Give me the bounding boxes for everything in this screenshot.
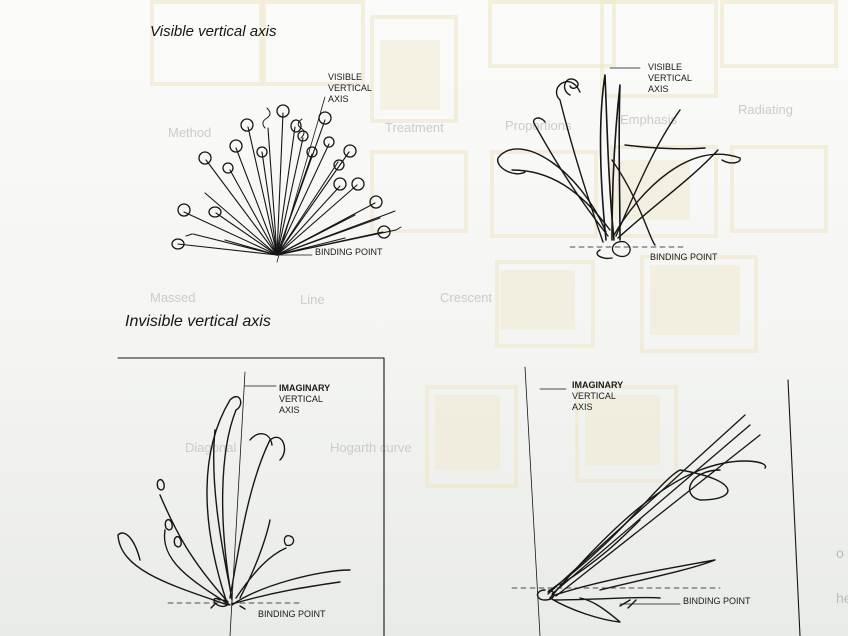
cutoff-text: o shapes are some variations of circle, … (836, 545, 848, 561)
bleed-text: Radiating (738, 102, 793, 117)
figure-radiating-arrangement (171, 96, 402, 263)
cutoff-text: he AFD (836, 590, 848, 606)
flower-buds (171, 104, 391, 250)
frame-border (787, 379, 801, 636)
figure-invisible-axis-right (511, 366, 801, 636)
axis-line (276, 96, 326, 263)
imaginary-axis (524, 366, 541, 636)
bleed-text: Crescent (440, 290, 493, 305)
bleed-text: Proportions (505, 118, 572, 133)
bleed-text: Massed (150, 290, 196, 305)
frame-border (117, 357, 385, 636)
section-heading-visible: Visible vertical axis (150, 23, 277, 40)
bleed-text: Hogarth curve (330, 440, 412, 455)
imaginary-axis (229, 371, 246, 636)
binding-point-label: BINDING POINT (683, 596, 751, 606)
binding-point-label: BINDING POINT (315, 247, 383, 257)
section-heading-invisible: Invisible vertical axis (125, 313, 271, 330)
bleed-text: Diagonal (185, 440, 237, 455)
tendrils (185, 107, 402, 237)
bleed-text: Emphasis (620, 112, 678, 127)
binding-point-label: BINDING POINT (650, 252, 718, 262)
binding-point-label: BINDING POINT (258, 609, 326, 619)
bleed-text: Treatment (385, 120, 444, 135)
radiating-stems (177, 112, 397, 256)
figure-invisible-axis-left (117, 357, 385, 636)
bleed-text: Method (168, 125, 212, 140)
bleed-text: Line (300, 292, 325, 307)
figure-curling-leaves (497, 67, 741, 260)
